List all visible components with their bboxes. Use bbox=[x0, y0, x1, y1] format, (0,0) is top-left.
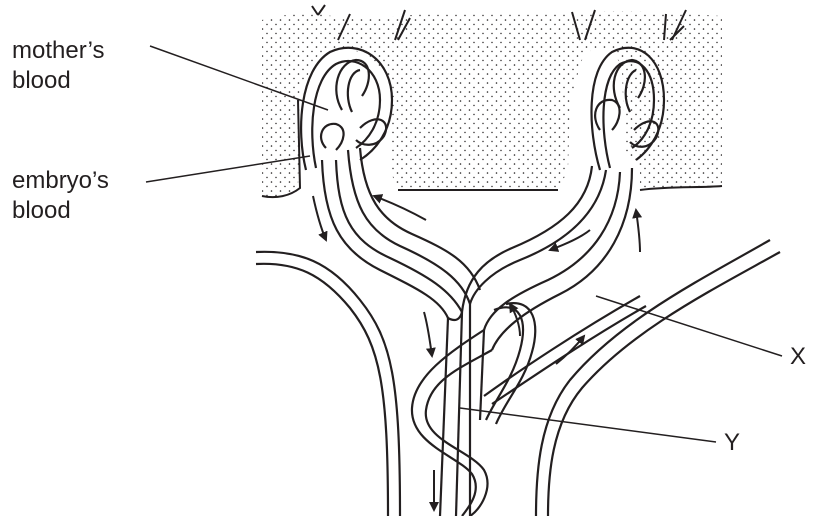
arrow-left-up bbox=[374, 196, 426, 220]
label-mothers-blood-line1: mother’s bbox=[12, 37, 104, 64]
arrow-right-up bbox=[636, 210, 640, 252]
label-embryos-blood-line1: embryo’s bbox=[12, 167, 109, 194]
arrow-right-down bbox=[550, 230, 590, 250]
leader-y bbox=[460, 408, 716, 442]
label-y: Y bbox=[724, 428, 740, 458]
umbilical-vessels bbox=[322, 148, 646, 516]
arrow-mid-down bbox=[424, 312, 432, 356]
label-mothers-blood: mother’s blood bbox=[12, 36, 104, 96]
label-x: X bbox=[790, 342, 806, 372]
arrow-left-down bbox=[313, 196, 326, 240]
arrow-x-up bbox=[556, 336, 584, 364]
maternal-vessels bbox=[256, 240, 780, 516]
label-embryos-blood-line2: blood bbox=[12, 196, 109, 226]
label-mothers-blood-line2: blood bbox=[12, 66, 104, 96]
label-embryos-blood: embryo’s blood bbox=[12, 166, 109, 226]
villus-left bbox=[301, 48, 392, 170]
